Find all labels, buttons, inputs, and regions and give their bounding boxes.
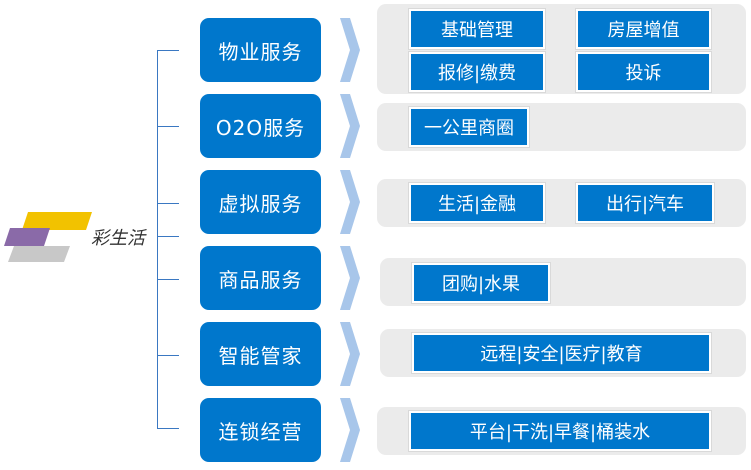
category-chain-operation: 连锁经营: [200, 398, 321, 462]
bracket-tick: [157, 279, 179, 280]
logo-gold-bar: [22, 212, 92, 230]
logo-gray-bar: [8, 246, 70, 262]
chevron-right-icon: [340, 94, 360, 158]
tag-basic-management: 基础管理: [409, 9, 545, 49]
chevron-right-icon: [340, 322, 360, 386]
chevron-right-icon: [340, 170, 360, 234]
bracket-tick: [157, 203, 179, 204]
chevron-right-icon: [340, 398, 360, 462]
tag-group-buy-fruit: 团购|水果: [412, 263, 550, 303]
logo-text: 彩生活: [91, 228, 147, 249]
tag-repair-payment: 报修|缴费: [409, 52, 545, 92]
tag-travel-auto: 出行|汽车: [576, 183, 714, 223]
logo-purple-bar: [4, 228, 50, 246]
category-virtual-service: 虚拟服务: [200, 170, 321, 234]
bracket-tick: [157, 355, 179, 356]
chevron-right-icon: [340, 246, 360, 310]
tag-life-finance: 生活|金融: [409, 183, 545, 223]
tag-complaint: 投诉: [576, 52, 711, 92]
bracket-tick: [157, 236, 179, 237]
tag-property-value: 房屋增值: [576, 9, 711, 49]
category-goods-service: 商品服务: [200, 246, 321, 310]
bracket-tick: [157, 126, 179, 127]
brand-logo: 彩生活: [0, 200, 160, 270]
tag-one-km-business-circle: 一公里商圈: [409, 107, 529, 147]
category-property-service: 物业服务: [200, 18, 321, 82]
tag-platform-laundry-breakfast-water: 平台|干洗|早餐|桶装水: [409, 411, 711, 451]
chevron-right-icon: [340, 18, 360, 82]
logo-graphic: 彩生活: [4, 212, 147, 262]
category-smart-butler: 智能管家: [200, 322, 321, 386]
tag-remote-security-medical-education: 远程|安全|医疗|教育: [412, 333, 711, 373]
category-o2o-service: O2O服务: [200, 94, 321, 158]
bracket-connector: [157, 50, 179, 429]
